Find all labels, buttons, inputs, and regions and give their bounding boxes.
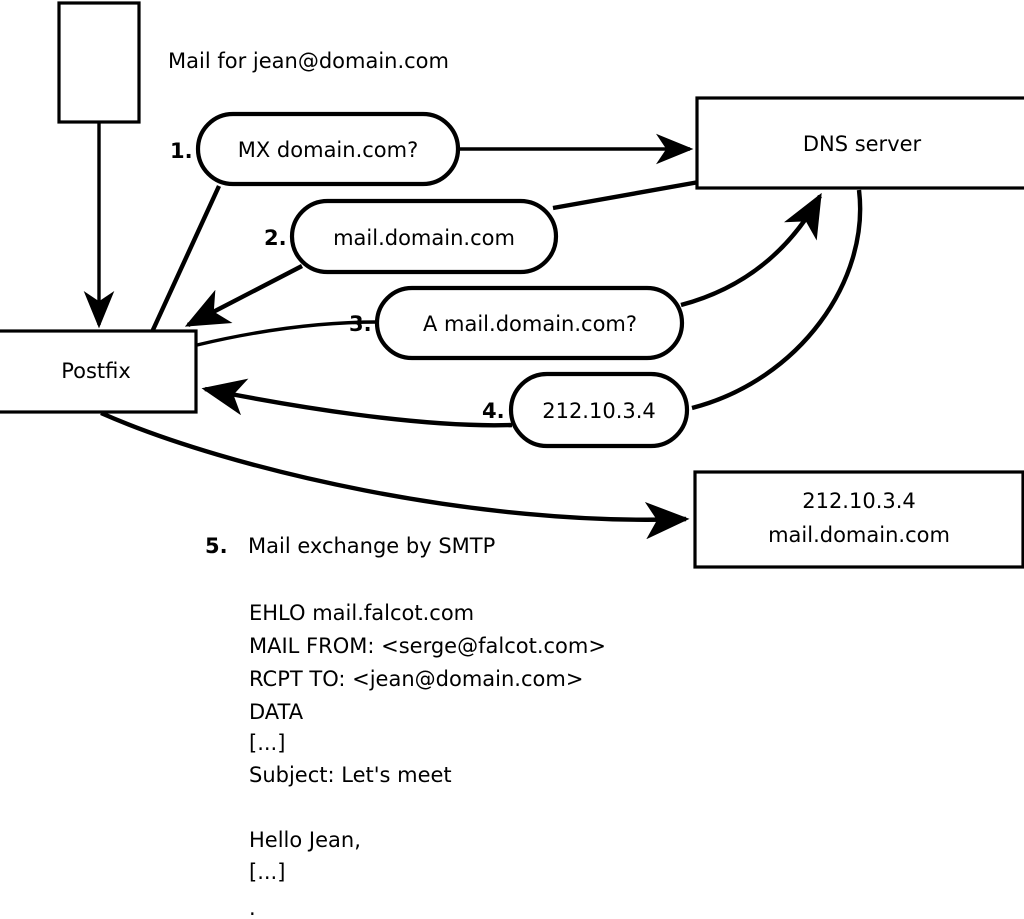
edge-postfix-to-target	[100, 410, 690, 540]
step-5-label: Mail exchange by SMTP	[248, 534, 495, 558]
dns-server-box	[695, 96, 1024, 190]
postfix-box-label: Postfix	[61, 359, 131, 383]
edge-dns-to-bubble4	[691, 189, 863, 411]
sender-box	[57, 1, 141, 124]
step-3-bubble	[374, 285, 685, 361]
edge-postfix-to-bubble3	[196, 320, 379, 347]
transcript-line: Subject: Let's meet	[249, 763, 452, 787]
mail-for-caption: Mail for jean@domain.com	[168, 49, 449, 73]
step-2-bubble	[289, 198, 559, 275]
transcript-line: [...]	[249, 731, 285, 755]
edge-dns-to-bubble2	[552, 179, 700, 211]
step-1-bubble	[195, 111, 461, 187]
transcript-line: Hello Jean,	[249, 828, 361, 852]
step-2-bubble-label: mail.domain.com	[333, 226, 515, 250]
step-3-bubble-label: A mail.domain.com?	[423, 312, 637, 336]
transcript-line: EHLO mail.falcot.com	[249, 601, 474, 625]
transcript-line: [...]	[249, 860, 285, 884]
transcript-line: .	[249, 896, 256, 919]
step-4-number: 4.	[482, 399, 505, 423]
edge-bubble4-to-postfix	[201, 378, 513, 428]
target-server-box	[693, 470, 1024, 569]
step-1-number: 1.	[170, 139, 193, 163]
step-2-number: 2.	[264, 226, 287, 250]
transcript-line: RCPT TO: <jean@domain.com>	[249, 667, 583, 691]
smtp-transcript: EHLO mail.falcot.com MAIL FROM: <serge@f…	[249, 601, 606, 919]
edge-bubble2-to-postfix	[184, 264, 304, 327]
edge-bubble3-to-dns	[680, 192, 822, 308]
postfix-box	[0, 329, 198, 414]
edge-postfix-to-bubble1	[150, 185, 221, 333]
dns-server-box-label: DNS server	[803, 132, 922, 156]
transcript-line: DATA	[249, 700, 304, 724]
step-4-bubble-label: 212.10.3.4	[542, 399, 656, 423]
transcript-line: MAIL FROM: <serge@falcot.com>	[249, 634, 606, 658]
step-5-number: 5.	[205, 534, 228, 558]
step-4-bubble	[508, 371, 690, 449]
step-1-bubble-label: MX domain.com?	[238, 138, 419, 162]
step-3-number: 3.	[349, 312, 372, 336]
target-server-box-line1: 212.10.3.4	[802, 489, 916, 513]
target-server-box-line2: mail.domain.com	[768, 523, 950, 547]
